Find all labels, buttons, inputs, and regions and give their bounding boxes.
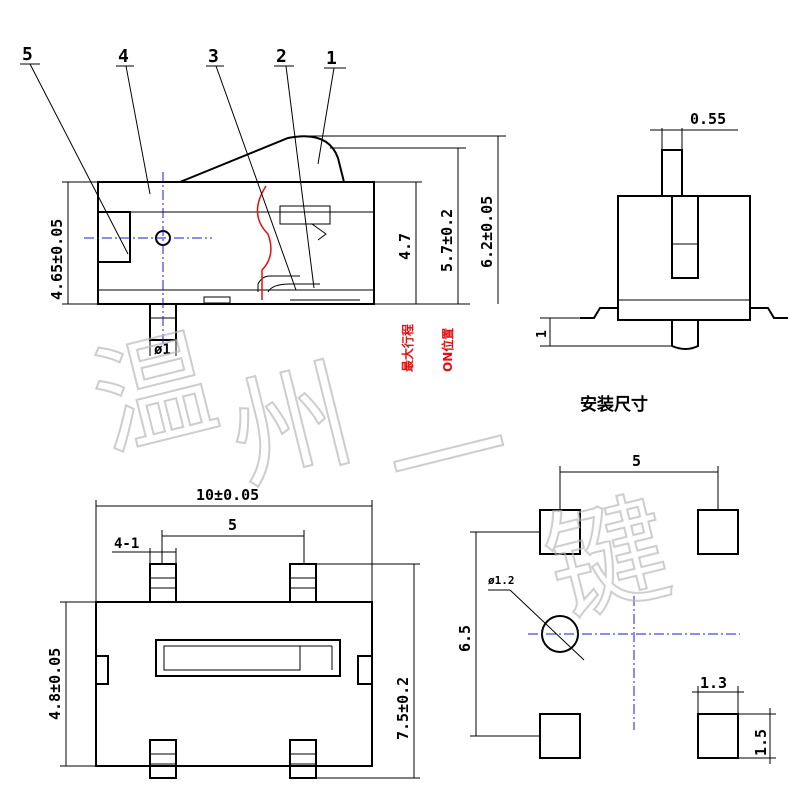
watermark-char-1: 温 [80, 312, 230, 476]
callout-2: 2 [276, 46, 287, 67]
dim-width-75: 7.5±0.2 [394, 677, 412, 740]
dim-width-48: 4.8±0.05 [46, 648, 64, 720]
dim-hole-dia: ø1 [154, 342, 171, 358]
dim-pin-41: 4-1 [114, 536, 139, 552]
actuator-lever [179, 135, 345, 183]
callout-5: 5 [22, 44, 33, 65]
travel-curve [256, 185, 272, 300]
dim-pad-hole: ø1.2 [488, 574, 515, 587]
callout-3: 3 [208, 46, 219, 67]
watermark: 温 州 一 键 [79, 311, 684, 643]
dim-height-57: 5.7±0.2 [438, 209, 456, 272]
dim-pad-h-15: 1.5 [752, 729, 770, 756]
pad-layout [470, 466, 776, 764]
label-install-size: 安装尺寸 [580, 394, 648, 415]
label-max-travel: 最大行程 [400, 324, 415, 372]
dim-pitch-5: 5 [228, 516, 237, 534]
end-view [540, 128, 788, 350]
dim-length-10: 10±0.05 [196, 486, 259, 504]
callouts: 5 4 3 2 1 [20, 44, 346, 291]
dim-lever-width: 0.55 [690, 110, 726, 128]
pad-top-right [697, 509, 739, 555]
watermark-char-3: 一 [375, 378, 525, 542]
top-view [60, 500, 420, 779]
dim-pad-pitch-5: 5 [632, 452, 641, 470]
callout-1: 1 [326, 48, 337, 69]
dim-pad-span-65: 6.5 [456, 625, 474, 652]
side-view [84, 135, 375, 346]
watermark-char-2: 州 [216, 345, 366, 509]
dim-standoff: 1 [535, 330, 550, 338]
dim-height-465: 4.65±0.05 [48, 219, 66, 300]
label-on-position: ON位置 [440, 328, 455, 372]
pad-bottom-right [697, 713, 739, 759]
end-body [617, 195, 751, 321]
dim-height-62: 6.2±0.05 [478, 196, 496, 268]
pad-bottom-left [539, 713, 581, 759]
side-housing [97, 181, 375, 305]
callout-4: 4 [118, 46, 129, 67]
side-dimensions [62, 135, 506, 356]
dim-pad-w-13: 1.3 [700, 674, 727, 692]
dim-height-47: 4.7 [396, 233, 414, 260]
top-body [95, 601, 373, 767]
